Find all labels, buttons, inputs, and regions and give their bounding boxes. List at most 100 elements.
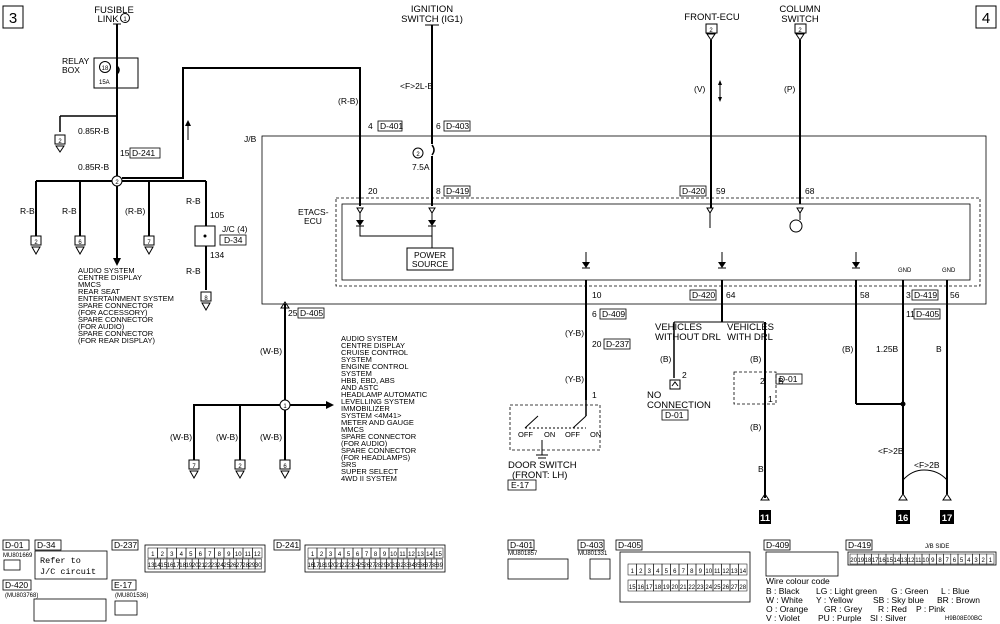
drl-with-2: WITH DRL <box>727 332 773 343</box>
connector-cell-label: 2 <box>639 569 643 575</box>
connector-cell-label: 9 <box>383 552 387 558</box>
connector-cell-label: 15 <box>160 563 167 569</box>
drl-without-2: WITHOUT DRL <box>655 332 721 343</box>
connector-cell <box>254 558 262 570</box>
connector-cell-label: 18 <box>179 563 186 569</box>
svg-text:D-409: D-409 <box>766 540 789 550</box>
drl-wire-B: B <box>778 376 784 386</box>
drl-wire-b3: (B) <box>750 422 762 432</box>
svg-text:SUPER SELECT: SUPER SELECT <box>341 467 399 476</box>
drl-conn-d01: D-01 <box>779 374 798 384</box>
svg-text:7: 7 <box>147 240 151 246</box>
conn-e17: E-17 <box>511 480 529 490</box>
svg-text:SYSTEM <4M41>: SYSTEM <4M41> <box>341 411 402 420</box>
connector-cell-label: 34 <box>408 563 415 569</box>
pin-8: 8 <box>436 186 441 196</box>
svg-text:D-34: D-34 <box>37 540 56 550</box>
svg-text:SPARE CONNECTOR: SPARE CONNECTOR <box>78 301 154 310</box>
connector-cell-label: 18 <box>654 585 661 591</box>
conn-d405-b: D-405 <box>916 309 939 319</box>
pin-68: 68 <box>805 186 815 196</box>
svg-text:(FOR REAR DISPLAY): (FOR REAR DISPLAY) <box>78 336 155 345</box>
right-wire-125: 1.25B <box>876 344 899 354</box>
svg-text:Refer to: Refer to <box>40 556 81 566</box>
svg-text:SPARE CONNECTOR: SPARE CONNECTOR <box>78 315 154 324</box>
pin-1-door: 1 <box>592 390 597 400</box>
fusible-title: FUSIBLE <box>94 5 134 16</box>
connector-cell-label: 23 <box>697 585 704 591</box>
svg-text:AUDIO SYSTEM: AUDIO SYSTEM <box>78 266 135 275</box>
connector-cell-label: 6 <box>673 569 677 575</box>
pin-3: 3 <box>906 290 911 300</box>
pin-134: 134 <box>210 250 224 260</box>
connector-cell <box>252 547 263 559</box>
svg-text:(MU801536): (MU801536) <box>115 593 148 599</box>
drl-pin-1: 1 <box>768 394 773 404</box>
connector-cell <box>986 553 995 565</box>
door-on-2: ON <box>590 430 601 439</box>
connector-views: D-01 MU801669 D-34 Refer to J/C circuit … <box>2 539 997 622</box>
svg-text:HBB, EBD, ABS: HBB, EBD, ABS <box>341 376 395 385</box>
connector-cell-label: 4 <box>338 552 342 558</box>
svg-text:SI : Silver: SI : Silver <box>870 613 907 623</box>
svg-text:2: 2 <box>115 180 119 186</box>
connector-cell-label: 17 <box>872 558 879 564</box>
svg-text:(FOR HEADLAMPS): (FOR HEADLAMPS) <box>341 453 411 462</box>
jb-label: J/B <box>244 134 257 144</box>
svg-text:(FOR AUDIO): (FOR AUDIO) <box>341 439 388 448</box>
svg-text:HEADLAMP AUTOMATIC: HEADLAMP AUTOMATIC <box>341 390 428 399</box>
svg-text:V : Violet: V : Violet <box>766 613 801 623</box>
door-title2: (FRONT: LH) <box>512 470 567 481</box>
front-ecu-num: 2 <box>709 28 713 34</box>
conn-d237: D-237 <box>606 339 629 349</box>
connector-cell-label: 20 <box>330 563 337 569</box>
connector-cell-label: 29 <box>380 563 387 569</box>
conn-d420-a: D-420 <box>682 186 705 196</box>
svg-text:LG : Light green: LG : Light green <box>816 586 877 596</box>
svg-text:GR : Grey: GR : Grey <box>824 604 863 614</box>
connector-cell-label: 21 <box>198 563 205 569</box>
svg-text:SYSTEM: SYSTEM <box>341 355 372 364</box>
svg-text:2: 2 <box>58 139 62 145</box>
connector-cell-label: 14 <box>426 552 433 558</box>
connector-cell-label: 11 <box>245 552 252 558</box>
door-off-1: OFF <box>518 430 533 439</box>
svg-text:E-17: E-17 <box>114 580 132 590</box>
jc-conn: D-34 <box>224 235 243 245</box>
connector-cell-label: 12 <box>908 558 915 564</box>
connector-cell-label: 27 <box>369 563 376 569</box>
connector-cell-label: 23 <box>211 563 218 569</box>
svg-text:L : Blue: L : Blue <box>941 586 970 596</box>
connector-cell-label: 17 <box>173 563 180 569</box>
svg-text:J/B SIDE: J/B SIDE <box>925 544 949 550</box>
connector-cell-label: 1 <box>989 558 993 564</box>
drl-wire-B2: B <box>758 464 764 474</box>
right-wire-b: (B) <box>842 344 854 354</box>
connector-cell-label: 16 <box>879 558 886 564</box>
svg-text:B : Black: B : Black <box>766 586 800 596</box>
connector-cell-label: 20 <box>192 563 199 569</box>
no-connection-1: NO <box>647 390 661 401</box>
svg-text:MMCS: MMCS <box>341 425 364 434</box>
connector-cell-label: 28 <box>242 563 249 569</box>
connector-cell-label: 10 <box>235 552 242 558</box>
connector-cell-label: 4 <box>180 552 184 558</box>
connector-cell-label: 19 <box>857 558 864 564</box>
connector-cell-label: 16 <box>637 585 644 591</box>
connector-cell-label: 15 <box>629 585 636 591</box>
no-connection-3: D-01 <box>665 410 684 420</box>
power-source-2: SOURCE <box>412 259 449 269</box>
svg-text:D-405: D-405 <box>618 540 641 550</box>
svg-text:MU801857: MU801857 <box>508 551 538 557</box>
svg-text:D-237: D-237 <box>114 540 137 550</box>
connector-cell-label: 37 <box>425 563 432 569</box>
svg-text:2: 2 <box>238 464 242 470</box>
connector-cell-label: 30 <box>386 563 393 569</box>
connector-cell-label: 26 <box>722 585 729 591</box>
connector-cell-label: 38 <box>431 563 438 569</box>
svg-text:J/C circuit: J/C circuit <box>40 567 96 577</box>
svg-text:7: 7 <box>192 464 196 470</box>
connector-cell <box>433 547 444 559</box>
connector-cell-label: 5 <box>347 552 351 558</box>
